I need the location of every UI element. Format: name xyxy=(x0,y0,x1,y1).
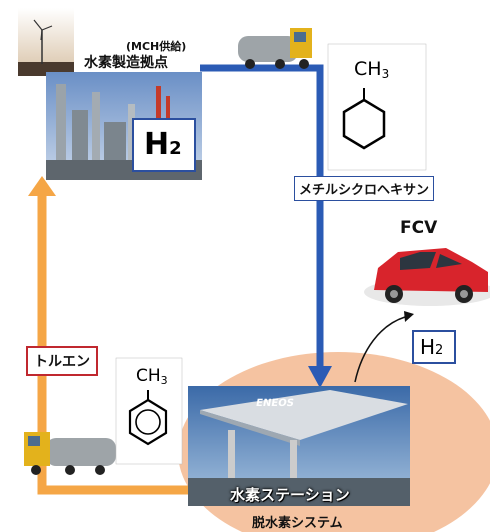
tanker-truck-bottom xyxy=(24,432,116,475)
tanker-truck-top xyxy=(238,28,312,69)
mch-supply-arrow xyxy=(200,64,324,368)
mch-formula: CH3 xyxy=(354,58,390,81)
supply-note: (MCH供給) xyxy=(126,40,187,53)
toluene-return-arrow xyxy=(37,192,190,495)
h2-supply-arrow xyxy=(354,316,406,383)
fcv-h2-box: H2 xyxy=(412,330,456,364)
h2-symbol: H xyxy=(144,127,170,162)
mch-label: メチルシクロヘキサン xyxy=(294,176,435,201)
wind-turbine-photo xyxy=(18,8,74,76)
production-h2-box: H2 xyxy=(132,118,196,172)
toluene-structure-icon xyxy=(115,357,183,465)
fcv-label: FCV xyxy=(400,218,438,238)
h2-arrow-head xyxy=(404,311,414,322)
methylcyclohexane-structure-icon xyxy=(327,43,427,171)
mch-arrow-head xyxy=(308,366,332,388)
toluene-arrow-head xyxy=(28,176,56,196)
dehydrogenation-system-label: 脱水素システム xyxy=(252,516,343,531)
production-site-title: 水素製造拠点 xyxy=(84,52,168,72)
fcv-car-icon xyxy=(364,248,490,306)
station-label: 水素ステーション xyxy=(230,486,350,504)
station-brand: ENEOS xyxy=(255,398,295,409)
toluene-formula: CH3 xyxy=(136,366,168,387)
toluene-label: トルエン xyxy=(26,346,98,376)
gas-station-photo xyxy=(188,386,410,506)
